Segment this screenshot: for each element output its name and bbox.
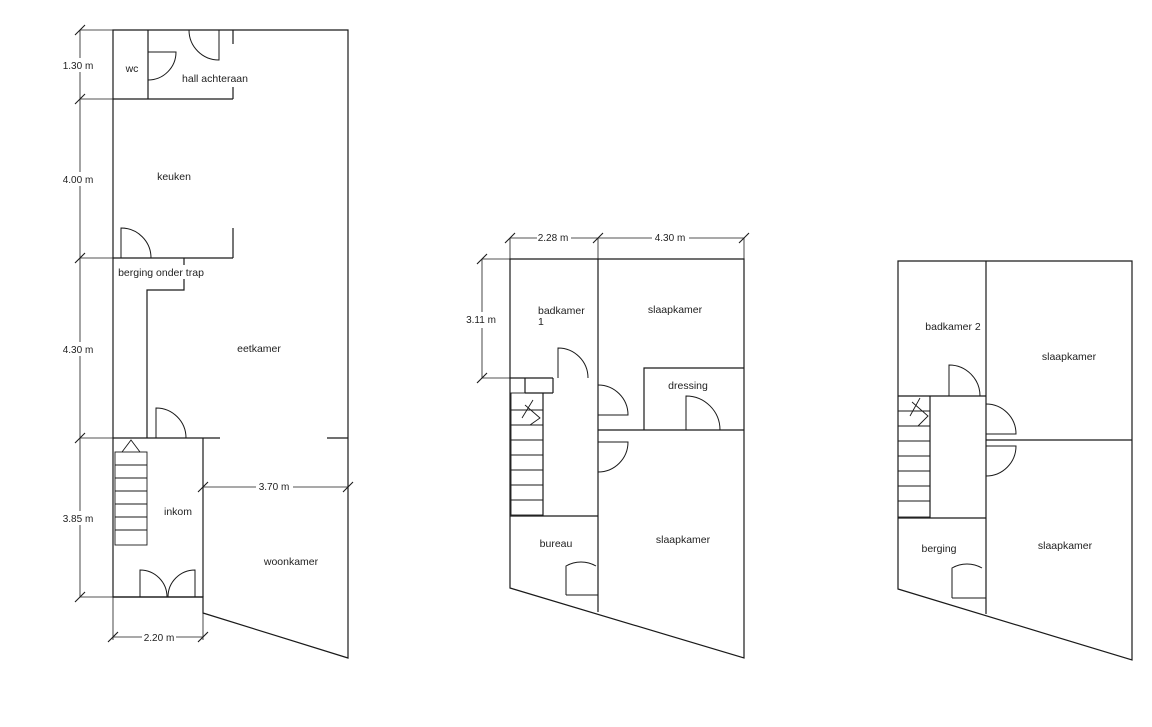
room-inkom: inkom [164, 506, 192, 518]
room-berging-onder-trap: berging onder trap [118, 267, 204, 279]
dim-4-30-first: 4.30 m [655, 233, 686, 244]
ground-floor-plan: 1.30 m 4.00 m 4.30 m 3.85 m 3.70 m 2.20 … [58, 24, 354, 659]
dim-3-70: 3.70 m [259, 482, 290, 493]
dressing-door [685, 395, 721, 431]
room-badkamer1-line1: badkamer [538, 305, 585, 317]
second-stairs [897, 395, 931, 518]
wc-door [147, 51, 177, 81]
front-door-left [139, 569, 168, 598]
dim-2-20: 2.20 m [144, 633, 175, 644]
first-dimensions [476, 232, 750, 384]
berging-door [951, 563, 983, 598]
room-slaapkamer-second-top: slaapkamer [1042, 351, 1097, 363]
room-dressing: dressing [668, 380, 708, 392]
badkamer2-door [948, 364, 981, 397]
slaapkamer-top-door [597, 384, 629, 416]
dim-1-30: 1.30 m [63, 61, 94, 72]
first-floor-plan: 2.28 m 4.30 m 3.11 m badkamer 1 slaapkam… [466, 232, 750, 659]
slaapkamer-top-door-2 [985, 403, 1017, 435]
dim-4-00: 4.00 m [63, 175, 94, 186]
room-badkamer2: badkamer 2 [925, 321, 981, 333]
room-hall-achteraan: hall achteraan [182, 73, 248, 85]
room-woonkamer: woonkamer [263, 556, 319, 568]
room-bureau: bureau [540, 538, 573, 550]
front-door-right [167, 569, 196, 598]
hall-door [188, 29, 220, 61]
slaapkamer-bottom-door [597, 441, 629, 473]
room-wc: wc [125, 63, 139, 75]
room-badkamer1-line2: 1 [538, 316, 544, 328]
keuken-door [120, 227, 152, 259]
ground-stairs [114, 439, 148, 546]
second-floor-plan: badkamer 2 slaapkamer berging slaapkamer [897, 260, 1133, 661]
room-slaapkamer-second-bottom: slaapkamer [1038, 540, 1093, 552]
first-floor-outline [509, 258, 745, 659]
dim-4-30: 4.30 m [63, 345, 94, 356]
room-keuken: keuken [157, 171, 191, 183]
dim-3-11: 3.11 m [466, 315, 496, 326]
ground-dimensions [74, 24, 354, 643]
slaapkamer-bottom-door-2 [985, 445, 1017, 477]
room-eetkamer: eetkamer [237, 343, 281, 355]
dim-3-85: 3.85 m [63, 514, 94, 525]
room-slaapkamer-first-top: slaapkamer [648, 304, 703, 316]
room-slaapkamer-first-bottom: slaapkamer [656, 534, 711, 546]
badkamer1-door [557, 347, 589, 379]
room-berging: berging [921, 543, 956, 555]
eetkamer-door [155, 407, 187, 439]
dim-2-28: 2.28 m [538, 233, 569, 244]
first-stairs [510, 392, 544, 516]
bureau-door [565, 561, 597, 595]
